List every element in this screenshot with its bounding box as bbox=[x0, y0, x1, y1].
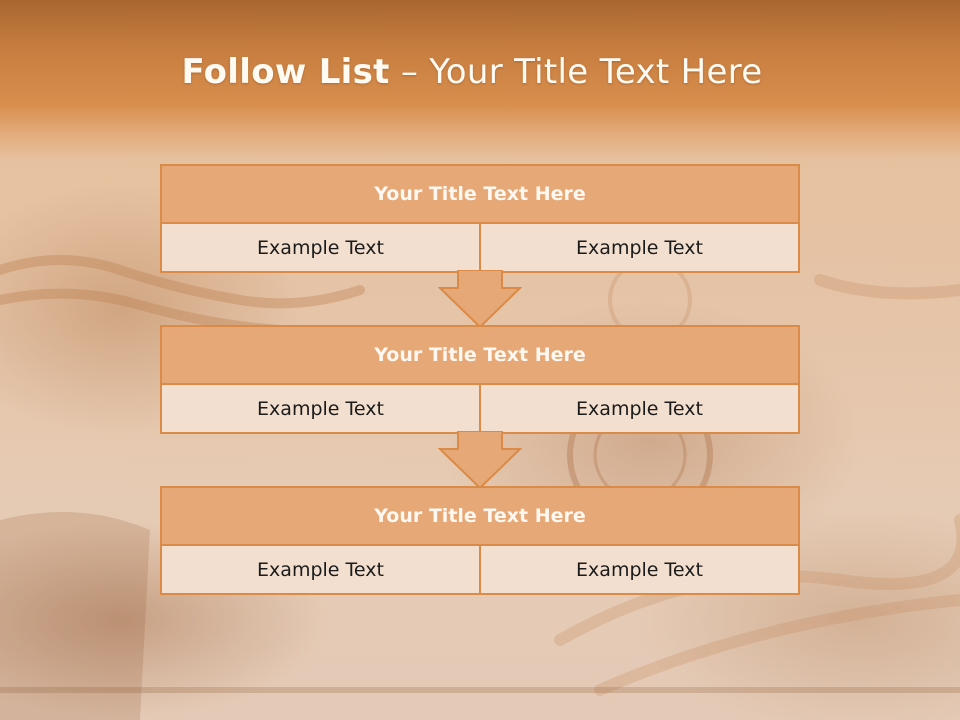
step-cell-right-1: Example Text bbox=[479, 224, 798, 271]
step-row-2: Example Text Example Text bbox=[162, 385, 798, 432]
step-title-2: Your Title Text Here bbox=[162, 327, 798, 385]
step-cell-right-3: Example Text bbox=[479, 546, 798, 593]
step-box-2: Your Title Text Here Example Text Exampl… bbox=[160, 325, 800, 434]
step-cell-left-2: Example Text bbox=[162, 385, 479, 432]
header-band bbox=[0, 0, 960, 160]
step-cell-left-1: Example Text bbox=[162, 224, 479, 271]
down-arrow-icon bbox=[438, 270, 522, 328]
step-title-1: Your Title Text Here bbox=[162, 166, 798, 224]
step-cell-left-3: Example Text bbox=[162, 546, 479, 593]
step-row-3: Example Text Example Text bbox=[162, 546, 798, 593]
step-title-3: Your Title Text Here bbox=[162, 488, 798, 546]
down-arrow-icon bbox=[438, 431, 522, 489]
slide-title-rest: – Your Title Text Here bbox=[389, 52, 763, 92]
slide-title-bold: Follow List bbox=[181, 52, 390, 92]
slide-title: Follow List – Your Title Text Here bbox=[0, 52, 944, 92]
step-box-3: Your Title Text Here Example Text Exampl… bbox=[160, 486, 800, 595]
step-cell-right-2: Example Text bbox=[479, 385, 798, 432]
step-row-1: Example Text Example Text bbox=[162, 224, 798, 271]
step-box-1: Your Title Text Here Example Text Exampl… bbox=[160, 164, 800, 273]
